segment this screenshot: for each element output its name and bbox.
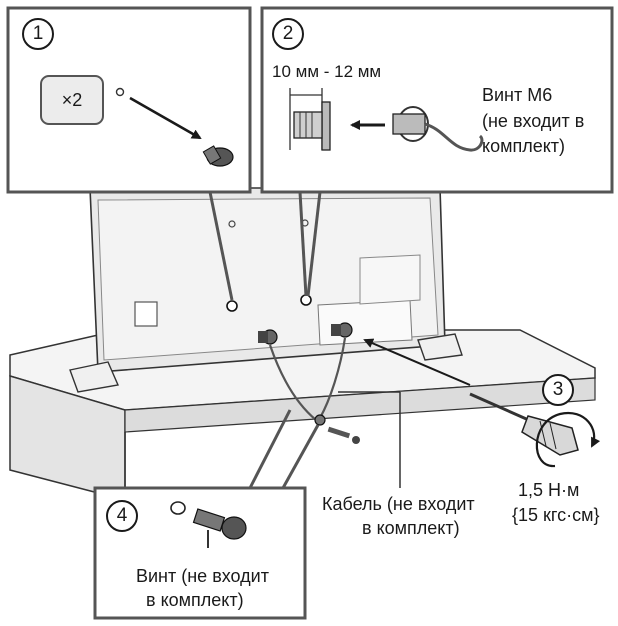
step-2-badge: 2: [272, 18, 304, 50]
screw-label-line-3: комплект): [482, 136, 566, 156]
screw-note-line-1: Винт (не входит: [136, 566, 269, 586]
screw-label-line-2: (не входит в: [482, 111, 585, 131]
screw-label-line-1: Винт M6: [482, 85, 553, 105]
dimension-label: 10 мм - 12 мм: [272, 62, 382, 81]
bolt-icon: [192, 508, 247, 540]
bolt-icon: [258, 329, 278, 345]
step-3-badge: 3: [542, 374, 574, 406]
cable: [268, 337, 347, 426]
step-4-badge: 4: [106, 500, 138, 532]
arrow-icon: [129, 96, 202, 140]
bolt-icon: [392, 106, 484, 152]
washer-icon: [170, 501, 186, 515]
callout-2: [260, 6, 614, 297]
stand-screw-icon: [327, 426, 360, 444]
cable-label-line-1: Кабель (не входит: [322, 494, 475, 514]
screwdriver-icon: [469, 392, 579, 456]
dimension-marker: [289, 88, 331, 151]
bolt-icon: [331, 322, 353, 338]
torque-kgf: {15 кгс·см}: [512, 505, 600, 525]
quantity-badge: ×2: [40, 75, 104, 125]
cable-label-line-2: в комплект): [362, 518, 460, 538]
screw-note-line-2: в комплект): [146, 590, 244, 610]
step-1-badge: 1: [22, 18, 54, 50]
arrow-icon: [363, 338, 471, 386]
screw-icon: [202, 145, 234, 167]
torque-newton: 1,5 Н·м: [518, 480, 580, 500]
rotation-arrow-icon: [535, 411, 601, 468]
